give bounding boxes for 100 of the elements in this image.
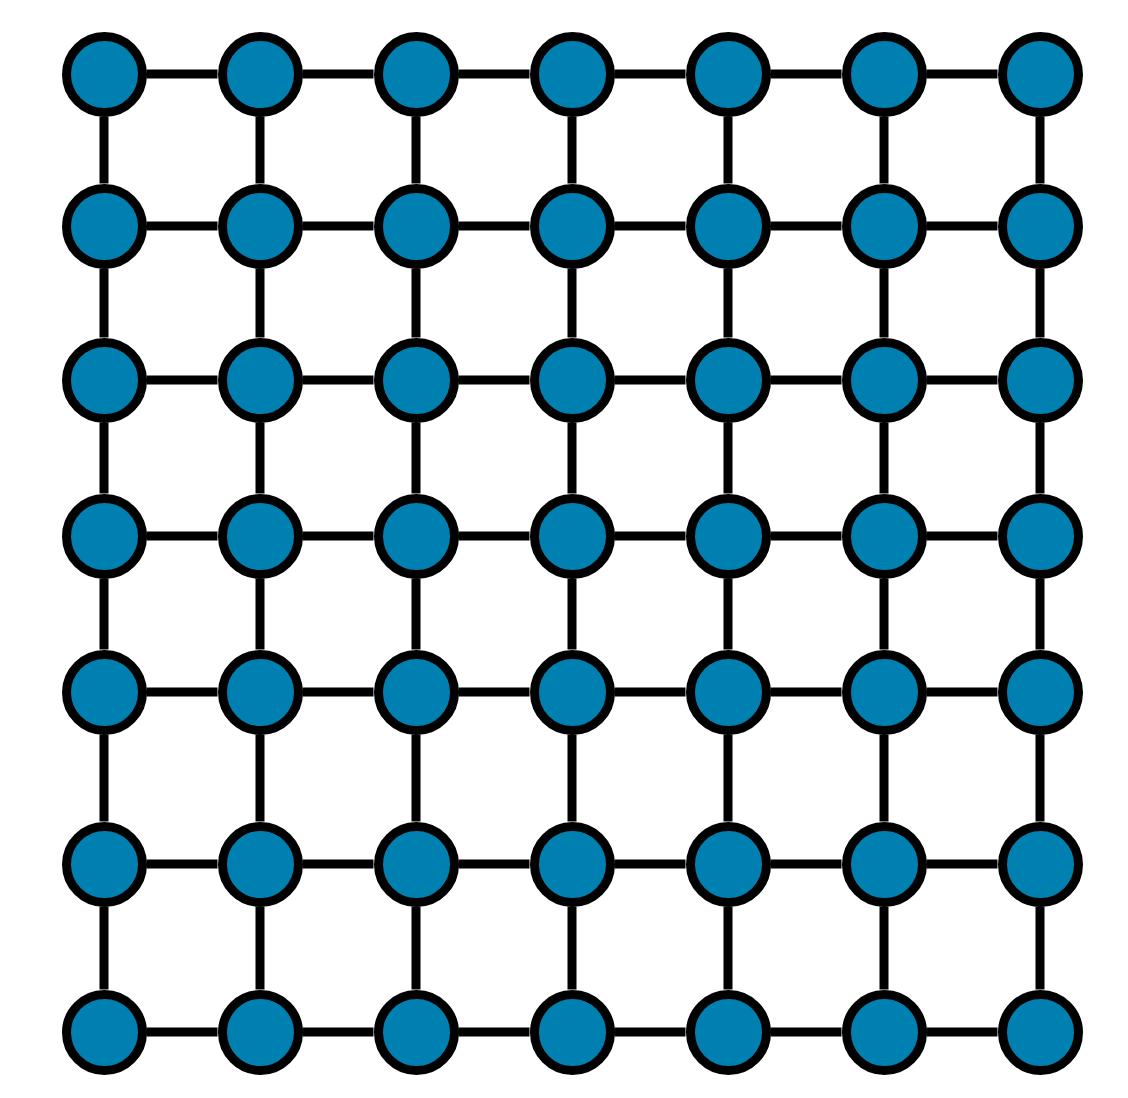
node-circle bbox=[217, 989, 303, 1075]
connector-line bbox=[926, 221, 998, 231]
connector-line bbox=[567, 906, 577, 990]
connector-line bbox=[926, 69, 998, 79]
connector-line bbox=[411, 422, 421, 494]
node-circle bbox=[685, 183, 771, 269]
node-circle bbox=[373, 989, 459, 1075]
node-circle bbox=[841, 337, 927, 423]
node-circle bbox=[217, 31, 303, 117]
node-circle bbox=[373, 31, 459, 117]
connector-line bbox=[879, 578, 889, 650]
connector-line bbox=[146, 859, 218, 869]
connector-line bbox=[458, 69, 530, 79]
connector-line bbox=[302, 531, 374, 541]
node-circle bbox=[529, 183, 615, 269]
connector-line bbox=[614, 687, 686, 697]
node-circle bbox=[841, 649, 927, 735]
connector-line bbox=[770, 859, 842, 869]
connector-line bbox=[99, 116, 109, 184]
node-circle bbox=[61, 337, 147, 423]
connector-line bbox=[255, 422, 265, 494]
node-circle bbox=[529, 989, 615, 1075]
connector-line bbox=[567, 116, 577, 184]
node-circle bbox=[217, 649, 303, 735]
connector-line bbox=[567, 268, 577, 338]
connector-line bbox=[879, 116, 889, 184]
node-circle bbox=[61, 649, 147, 735]
node-circle bbox=[61, 183, 147, 269]
node-circle bbox=[685, 649, 771, 735]
connector-line bbox=[770, 69, 842, 79]
node-circle bbox=[373, 821, 459, 907]
connector-line bbox=[411, 268, 421, 338]
node-circle bbox=[997, 649, 1083, 735]
connector-line bbox=[458, 859, 530, 869]
connector-line bbox=[302, 1027, 374, 1037]
connector-line bbox=[926, 687, 998, 697]
node-circle bbox=[685, 31, 771, 117]
connector-line bbox=[99, 734, 109, 822]
connector-line bbox=[926, 531, 998, 541]
node-circle bbox=[529, 649, 615, 735]
connector-line bbox=[99, 268, 109, 338]
connector-line bbox=[146, 531, 218, 541]
connector-line bbox=[302, 221, 374, 231]
node-circle bbox=[841, 821, 927, 907]
node-circle bbox=[61, 989, 147, 1075]
connector-line bbox=[458, 221, 530, 231]
node-circle bbox=[61, 31, 147, 117]
connector-line bbox=[411, 116, 421, 184]
node-circle bbox=[685, 821, 771, 907]
connector-line bbox=[614, 69, 686, 79]
node-circle bbox=[529, 493, 615, 579]
node-circle bbox=[529, 337, 615, 423]
connector-line bbox=[723, 906, 733, 990]
node-circle bbox=[997, 989, 1083, 1075]
connector-line bbox=[411, 578, 421, 650]
connector-line bbox=[146, 69, 218, 79]
node-circle bbox=[529, 821, 615, 907]
node-circle bbox=[997, 821, 1083, 907]
node-circle bbox=[217, 337, 303, 423]
connector-line bbox=[614, 531, 686, 541]
connector-line bbox=[770, 1027, 842, 1037]
node-circle bbox=[685, 989, 771, 1075]
connector-line bbox=[1035, 422, 1045, 494]
node-circle bbox=[217, 493, 303, 579]
connector-line bbox=[723, 422, 733, 494]
connector-line bbox=[255, 734, 265, 822]
node-circle bbox=[841, 493, 927, 579]
node-circle bbox=[841, 31, 927, 117]
connector-line bbox=[770, 687, 842, 697]
connector-line bbox=[255, 116, 265, 184]
connector-line bbox=[1035, 268, 1045, 338]
connector-line bbox=[879, 268, 889, 338]
connector-line bbox=[1035, 116, 1045, 184]
connector-line bbox=[146, 1027, 218, 1037]
connector-line bbox=[302, 859, 374, 869]
node-circle bbox=[841, 989, 927, 1075]
connector-line bbox=[567, 734, 577, 822]
node-circle bbox=[997, 337, 1083, 423]
connector-line bbox=[567, 422, 577, 494]
connector-line bbox=[1035, 578, 1045, 650]
connector-line bbox=[1035, 906, 1045, 990]
node-circle bbox=[373, 649, 459, 735]
connector-line bbox=[614, 859, 686, 869]
connector-line bbox=[879, 422, 889, 494]
connector-line bbox=[458, 687, 530, 697]
node-circle bbox=[685, 493, 771, 579]
connector-line bbox=[879, 734, 889, 822]
connector-line bbox=[255, 268, 265, 338]
connector-line bbox=[146, 375, 218, 385]
connector-line bbox=[614, 375, 686, 385]
connector-line bbox=[723, 734, 733, 822]
node-circle bbox=[997, 183, 1083, 269]
node-circle bbox=[217, 821, 303, 907]
node-circle bbox=[685, 337, 771, 423]
connector-line bbox=[723, 116, 733, 184]
connector-line bbox=[926, 859, 998, 869]
connector-line bbox=[99, 578, 109, 650]
connector-line bbox=[411, 906, 421, 990]
connector-line bbox=[99, 906, 109, 990]
connector-line bbox=[302, 687, 374, 697]
